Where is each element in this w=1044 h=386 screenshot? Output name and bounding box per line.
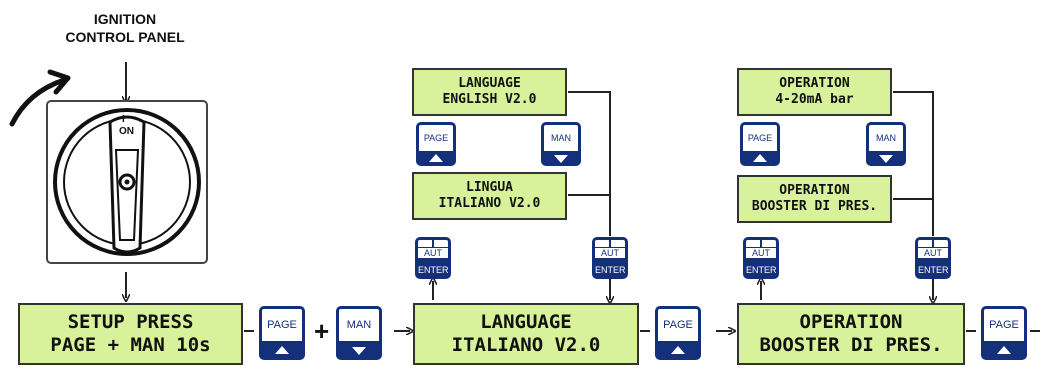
aut-divider bbox=[918, 247, 948, 248]
lcd-operation-main: OPERATION BOOSTER DI PRES. bbox=[737, 303, 965, 365]
triangle-up-icon bbox=[275, 346, 289, 354]
lcd-line: OPERATION bbox=[799, 311, 903, 334]
aut-label: AUT bbox=[752, 248, 770, 258]
aut-face: AUT bbox=[418, 240, 448, 258]
triangle-up-icon bbox=[671, 346, 685, 354]
lcd-line: OPERATION bbox=[779, 183, 850, 199]
lcd-operation-420: OPERATION 4-20mA bar bbox=[737, 68, 892, 116]
man-button[interactable]: MAN bbox=[866, 122, 906, 166]
switch-mark: I bbox=[122, 114, 125, 125]
enter-label: ENTER bbox=[595, 265, 626, 275]
page-button[interactable]: PAGE bbox=[416, 122, 456, 166]
lcd-language-english: LANGUAGE ENGLISH V2.0 bbox=[412, 68, 567, 116]
switch-on-label: ON bbox=[119, 126, 134, 137]
lcd-line: LANGUAGE bbox=[480, 311, 572, 334]
aut-enter-button[interactable]: AUT ENTER bbox=[743, 237, 779, 279]
lcd-line: BOOSTER DI PRES. bbox=[751, 199, 878, 214]
aut-enter-button[interactable]: AUT ENTER bbox=[592, 237, 628, 279]
lcd-line: LINGUA bbox=[466, 180, 513, 196]
page-button-label: PAGE bbox=[262, 309, 302, 341]
aut-mark bbox=[932, 240, 934, 247]
page-button[interactable]: PAGE bbox=[740, 122, 780, 166]
page-button-label: PAGE bbox=[743, 125, 777, 151]
lcd-line: 4-20mA bar bbox=[775, 92, 854, 107]
page-button[interactable]: PAGE bbox=[981, 306, 1027, 360]
aut-face: AUT bbox=[595, 240, 625, 258]
aut-label: AUT bbox=[924, 248, 942, 258]
lcd-line: OPERATION bbox=[779, 76, 850, 92]
lcd-lingua-italiano: LINGUA ITALIANO V2.0 bbox=[412, 172, 567, 220]
panel-title-line1: IGNITION bbox=[93, 11, 157, 27]
triangle-up-icon bbox=[753, 154, 767, 162]
lcd-line: ITALIANO V2.0 bbox=[451, 334, 601, 356]
enter-label: ENTER bbox=[746, 265, 777, 275]
lcd-line: SETUP PRESS bbox=[67, 311, 194, 334]
lcd-line: PAGE + MAN 10s bbox=[50, 334, 211, 356]
aut-face: AUT bbox=[918, 240, 948, 258]
triangle-up-icon bbox=[997, 346, 1011, 354]
lcd-setup: SETUP PRESS PAGE + MAN 10s bbox=[18, 303, 243, 365]
man-button-label: MAN bbox=[339, 309, 379, 341]
lcd-line: ITALIANO V2.0 bbox=[438, 196, 541, 211]
aut-mark bbox=[760, 240, 762, 247]
plus-sign: + bbox=[314, 316, 330, 346]
curved-arrow-icon bbox=[9, 77, 67, 127]
aut-divider bbox=[746, 247, 776, 248]
page-button[interactable]: PAGE bbox=[259, 306, 305, 360]
aut-mark bbox=[609, 240, 611, 247]
triangle-down-icon bbox=[554, 155, 568, 163]
lcd-line: LANGUAGE bbox=[458, 76, 521, 92]
panel-title: IGNITION CONTROL PANEL bbox=[50, 10, 200, 46]
lcd-operation-booster: OPERATION BOOSTER DI PRES. bbox=[737, 175, 892, 223]
aut-label: AUT bbox=[424, 248, 442, 258]
aut-divider bbox=[418, 247, 448, 248]
page-button-label: PAGE bbox=[658, 309, 698, 341]
triangle-up-icon bbox=[429, 154, 443, 162]
aut-label: AUT bbox=[601, 248, 619, 258]
man-button-label: MAN bbox=[869, 125, 903, 151]
enter-label: ENTER bbox=[418, 265, 449, 275]
lcd-line: ENGLISH V2.0 bbox=[442, 92, 537, 107]
aut-enter-button[interactable]: AUT ENTER bbox=[415, 237, 451, 279]
triangle-down-icon bbox=[879, 155, 893, 163]
lcd-language-main: LANGUAGE ITALIANO V2.0 bbox=[413, 303, 639, 365]
triangle-down-icon bbox=[352, 347, 366, 355]
page-button-label: PAGE bbox=[984, 309, 1024, 341]
aut-divider bbox=[595, 247, 625, 248]
aut-mark bbox=[432, 240, 434, 247]
lcd-line: BOOSTER DI PRES. bbox=[759, 334, 943, 356]
page-button[interactable]: PAGE bbox=[655, 306, 701, 360]
panel-title-line2: CONTROL PANEL bbox=[65, 29, 185, 45]
man-button-label: MAN bbox=[544, 125, 578, 151]
aut-face: AUT bbox=[746, 240, 776, 258]
man-button[interactable]: MAN bbox=[336, 306, 382, 360]
aut-enter-button[interactable]: AUT ENTER bbox=[915, 237, 951, 279]
man-button[interactable]: MAN bbox=[541, 122, 581, 166]
enter-label: ENTER bbox=[918, 265, 949, 275]
page-button-label: PAGE bbox=[419, 125, 453, 151]
